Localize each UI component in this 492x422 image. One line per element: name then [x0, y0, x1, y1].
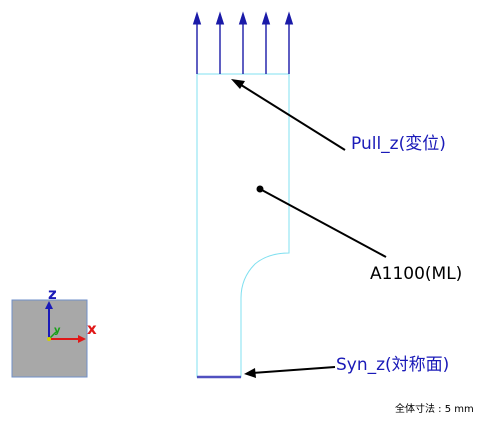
triad-x-label: x — [87, 320, 97, 338]
material-leader — [256, 185, 387, 258]
triad-y-label: y — [54, 325, 61, 336]
pull-leader — [231, 79, 346, 151]
sym-label: Syn_z(対称面) — [336, 355, 449, 375]
pull-arrow — [261, 11, 271, 74]
coordinate-triad: z x y — [11, 285, 97, 378]
pull-label: Pull_z(変位) — [351, 134, 446, 154]
pull-arrow — [284, 11, 294, 74]
pull-arrow — [238, 11, 248, 74]
pull-arrow — [192, 11, 202, 74]
pull-arrow — [215, 11, 225, 74]
material-label: A1100(ML) — [370, 264, 462, 284]
pull-arrows — [192, 11, 294, 74]
specimen-outline — [196, 73, 290, 378]
triad-z-label: z — [48, 285, 57, 303]
sym-leader — [244, 366, 336, 378]
scale-text: 全体寸法 : 5 mm — [395, 402, 474, 415]
